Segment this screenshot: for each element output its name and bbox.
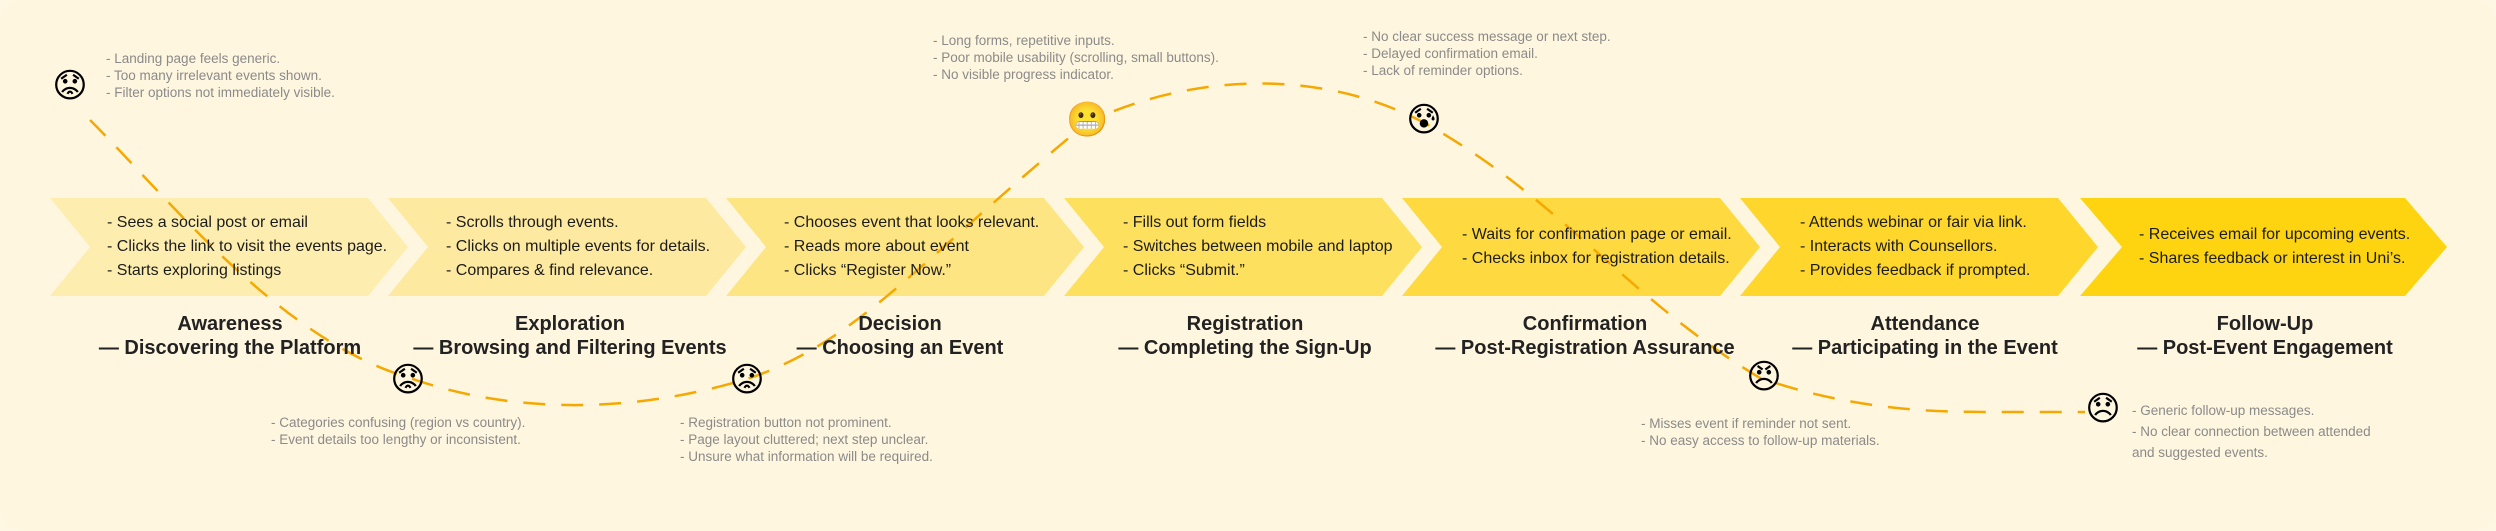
action-item: - Switches between mobile and laptop — [1123, 238, 1393, 255]
stage-title-decision: Decision — Choosing an Event — [770, 312, 1030, 360]
stage-title-exploration: Exploration — Browsing and Filtering Eve… — [410, 312, 730, 360]
action-item: - Receives email for upcoming events. — [2139, 226, 2411, 243]
stage-actions-awareness: - Sees a social post or email - Clicks t… — [107, 198, 387, 296]
stage-name: Confirmation — [1522, 313, 1648, 335]
pain-notes-decision: - Registration button not prominent. - P… — [680, 414, 933, 465]
stage-name: Follow-Up — [2216, 313, 2314, 335]
angry-face-icon: 😠 — [1746, 357, 1782, 397]
pain-notes-exploration: - Categories confusing (region vs countr… — [271, 414, 525, 448]
stage-subtitle: — Choosing an Event — [796, 337, 1004, 359]
action-item: - Scrolls through events. — [446, 214, 619, 231]
pain-note: - No visible progress indicator. — [933, 67, 1114, 82]
stage-chevron-follow-up — [2080, 198, 2447, 296]
emotion-curve — [89, 82, 2085, 414]
stage-chevron-attendance — [1740, 198, 2098, 296]
pain-notes-follow-up: - Generic follow-up messages. - No clear… — [2132, 400, 2371, 463]
action-item: - Shares feedback or interest in Uni’s. — [2139, 250, 2406, 267]
pain-note: - Too many irrelevant events shown. — [106, 68, 322, 83]
worried-face-icon: 😟 — [390, 360, 426, 400]
action-item: - Clicks on multiple events for details. — [446, 238, 711, 255]
disappointed-face-icon: 😞 — [2085, 389, 2121, 429]
anxious-face-with-sweat-icon: 😰 — [1406, 100, 1442, 140]
pain-note: - Misses event if reminder not sent. — [1641, 416, 1852, 431]
stage-subtitle: — Post-Event Engagement — [2137, 337, 2393, 359]
stage-name: Attendance — [1870, 313, 1980, 335]
action-item: - Fills out form fields — [1123, 214, 1267, 231]
pain-note: - Event details too lengthy or inconsist… — [271, 432, 521, 447]
stage-actions-attendance: - Attends webinar or fair via link. - In… — [1800, 198, 2030, 296]
stage-actions-decision: - Chooses event that looks relevant. - R… — [784, 198, 1039, 296]
stage-subtitle: — Post-Registration Assurance — [1435, 337, 1735, 359]
action-item: - Checks inbox for registration details. — [1462, 250, 1730, 267]
pain-note: - Delayed confirmation email. — [1363, 46, 1538, 61]
stage-title-attendance: Attendance — Participating in the Event — [1775, 312, 2075, 360]
stage-name: Awareness — [177, 313, 283, 335]
pain-note: - Poor mobile usability (scrolling, smal… — [933, 50, 1219, 65]
stage-name: Registration — [1186, 313, 1304, 335]
grimacing-face-icon: 😬 — [1066, 100, 1109, 140]
stage-name: Decision — [858, 313, 942, 335]
stage-title-confirmation: Confirmation — Post-Registration Assuran… — [1425, 312, 1745, 360]
pain-note: - Landing page feels generic. — [106, 51, 281, 66]
action-item: - Compares & find relevance. — [446, 262, 654, 279]
pain-note: - Registration button not prominent. — [680, 415, 892, 430]
stage-subtitle: — Discovering the Platform — [98, 337, 362, 359]
worried-face-icon: 😟 — [52, 66, 88, 106]
stage-actions-exploration: - Scrolls through events. - Clicks on mu… — [446, 198, 710, 296]
pain-notes-attendance: - Misses event if reminder not sent. - N… — [1641, 415, 1880, 449]
stage-title-registration: Registration — Completing the Sign-Up — [1100, 312, 1390, 360]
pain-note: - Generic follow-up messages. — [2132, 403, 2315, 418]
stage-chevron-exploration — [388, 198, 746, 296]
stage-subtitle: — Participating in the Event — [1792, 337, 2058, 359]
pain-note: - No clear connection between attended — [2132, 424, 2371, 439]
pain-notes-confirmation: - No clear success message or next step.… — [1363, 28, 1611, 79]
stage-chevron-confirmation — [1402, 198, 1760, 296]
stage-actions-confirmation: - Waits for confirmation page or email. … — [1462, 198, 1732, 296]
pain-note: - Categories confusing (region vs countr… — [271, 415, 526, 430]
stage-chevron-awareness — [50, 198, 408, 296]
action-item: - Waits for confirmation page or email. — [1462, 226, 1732, 243]
stage-actions-registration: - Fills out form fields - Switches betwe… — [1123, 198, 1393, 296]
stage-actions-follow-up: - Receives email for upcoming events. - … — [2139, 198, 2410, 296]
action-item: - Attends webinar or fair via link. — [1800, 214, 2027, 231]
pain-note: and suggested events. — [2132, 445, 2268, 460]
stage-chevron-registration — [1064, 198, 1422, 296]
action-item: - Provides feedback if prompted. — [1800, 262, 2031, 279]
pain-note: - No clear success message or next step. — [1363, 29, 1611, 44]
pain-note: - No easy access to follow-up materials. — [1641, 433, 1880, 448]
stage-chevrons — [50, 198, 2447, 296]
pain-note: - Filter options not immediately visible… — [106, 85, 335, 100]
stage-title-awareness: Awareness — Discovering the Platform — [90, 312, 370, 360]
stage-name: Exploration — [514, 313, 625, 335]
stage-subtitle: — Browsing and Filtering Events — [413, 337, 727, 359]
pain-note: - Unsure what information will be requir… — [680, 449, 933, 464]
worried-face-icon: 😟 — [729, 360, 765, 400]
action-item: - Clicks “Register Now.” — [784, 262, 952, 279]
stage-title-follow-up: Follow-Up — Post-Event Engagement — [2115, 312, 2415, 360]
pain-note: - Page layout cluttered; next step uncle… — [680, 432, 929, 447]
pain-note: - Lack of reminder options. — [1363, 63, 1523, 78]
stage-subtitle: — Completing the Sign-Up — [1118, 337, 1372, 359]
action-item: - Sees a social post or email — [107, 214, 308, 231]
pain-notes-awareness: - Landing page feels generic. - Too many… — [106, 50, 335, 101]
pain-note: - Long forms, repetitive inputs. — [933, 33, 1115, 48]
action-item: - Chooses event that looks relevant. — [784, 214, 1040, 231]
action-item: - Reads more about event — [784, 238, 969, 255]
action-item: - Clicks the link to visit the events pa… — [107, 238, 388, 255]
stage-chevron-decision — [726, 198, 1084, 296]
action-item: - Interacts with Counsellors. — [1800, 238, 1998, 255]
pain-notes-registration: - Long forms, repetitive inputs. - Poor … — [933, 32, 1219, 83]
action-item: - Clicks “Submit.” — [1123, 262, 1245, 279]
action-item: - Starts exploring listings — [107, 262, 282, 279]
